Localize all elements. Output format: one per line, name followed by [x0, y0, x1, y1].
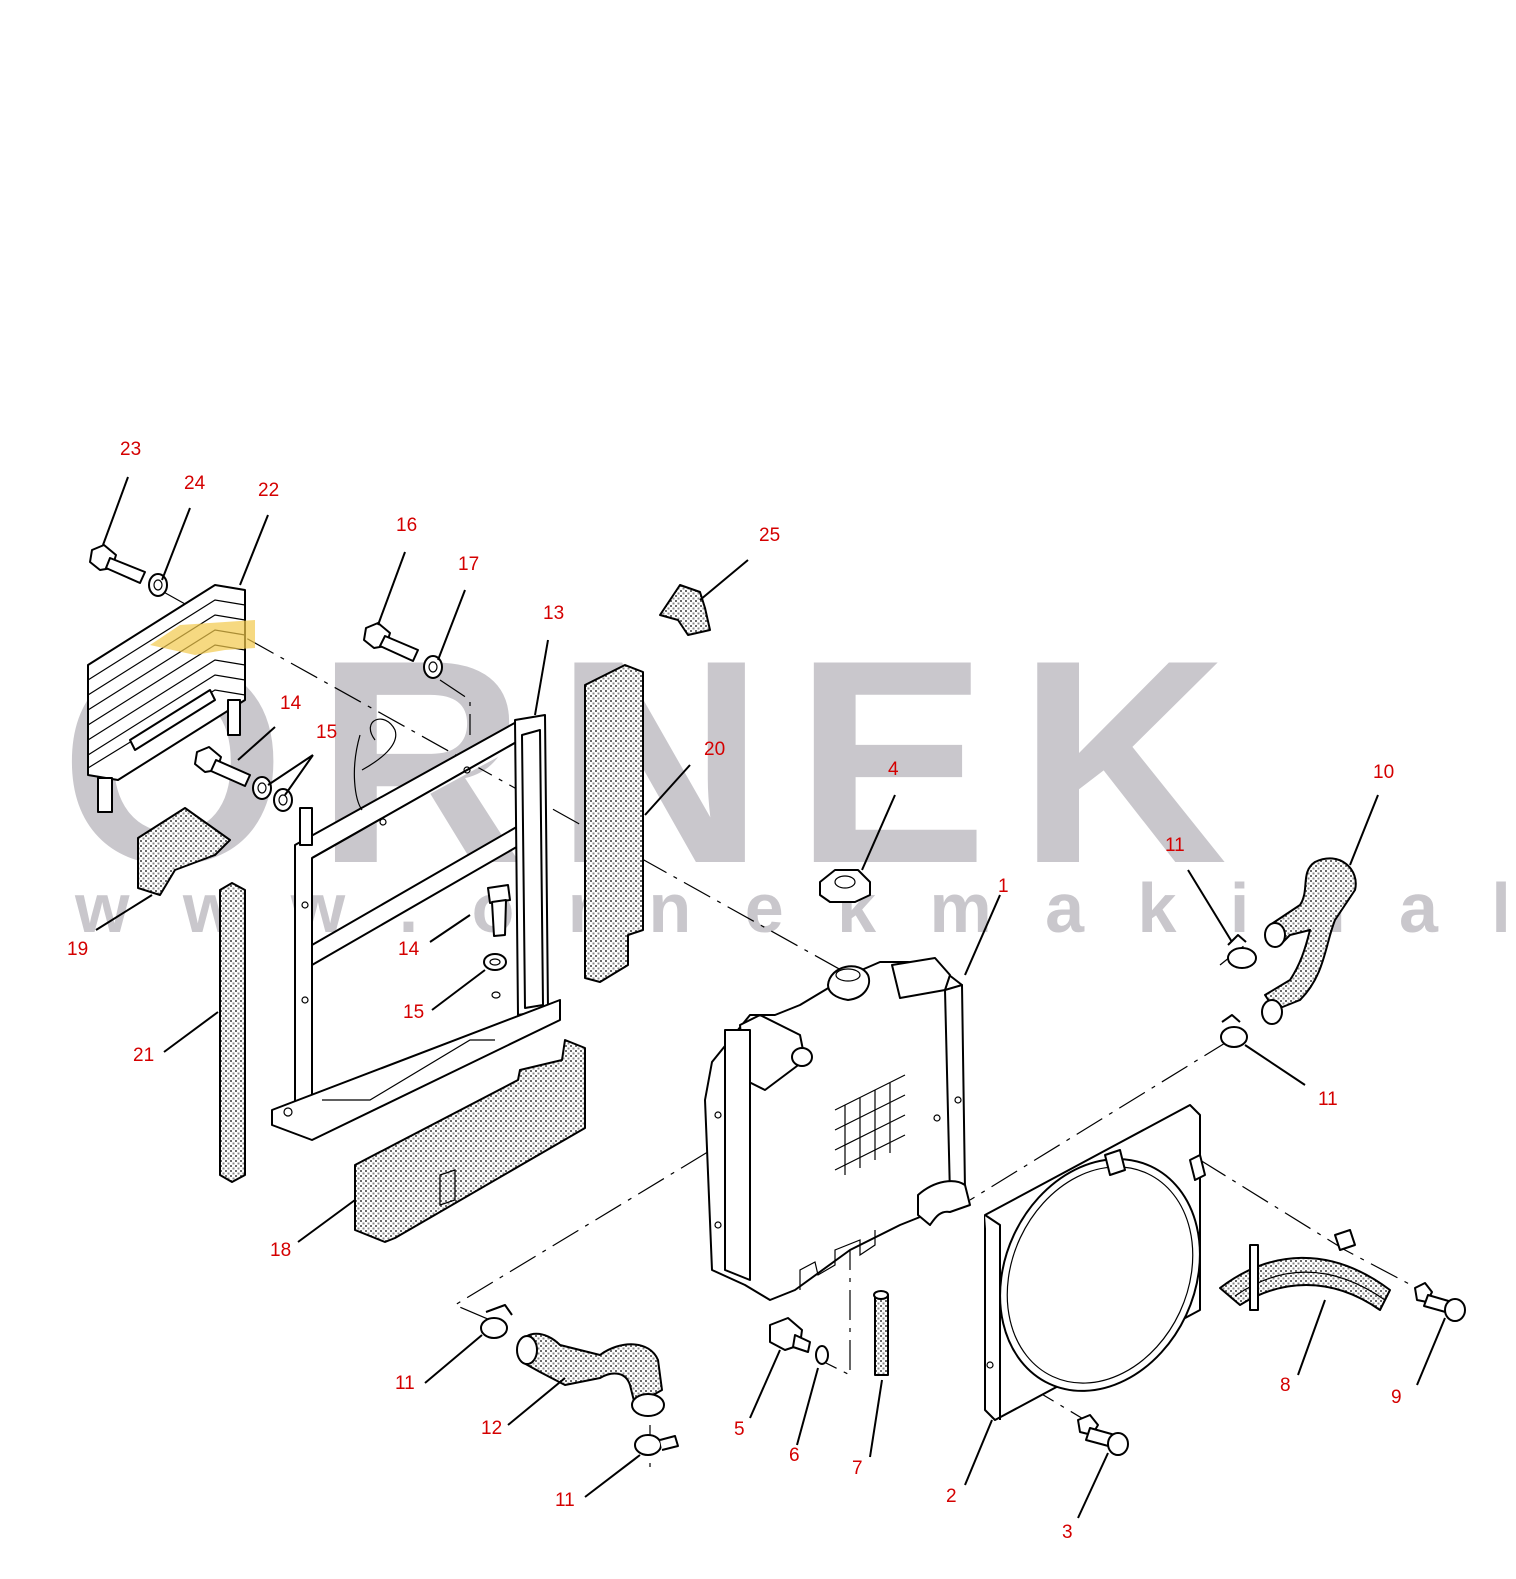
callout-2: 2	[946, 1486, 957, 1507]
callout-1: 1	[998, 876, 1009, 897]
radiator	[704, 957, 971, 1301]
foam-seal-18	[354, 1039, 586, 1243]
washer-17	[423, 655, 443, 679]
callout-9: 9	[1391, 1387, 1402, 1408]
callout-14-lower: 14	[398, 939, 420, 960]
radiator-cap	[819, 869, 871, 903]
bolt-14-lower	[487, 884, 511, 937]
callout-21: 21	[133, 1045, 154, 1066]
watermark: ORNEK w w w . o r n e k m a k i n a l a …	[60, 600, 1516, 947]
callout-17: 17	[458, 554, 479, 575]
lower-hose	[516, 1332, 665, 1417]
callout-11-upper: 11	[1165, 835, 1185, 856]
callout-18: 18	[270, 1240, 291, 1261]
hose-clamp-11d	[634, 1434, 679, 1456]
leader-lines	[95, 476, 1446, 1519]
callout-6: 6	[789, 1445, 800, 1466]
upper-hose	[1261, 857, 1357, 1025]
callout-16: 16	[396, 515, 417, 536]
fan-shroud	[984, 1104, 1206, 1421]
callout-24: 24	[184, 473, 206, 494]
callout-11-left: 11	[395, 1373, 415, 1394]
mounting-frame	[271, 714, 561, 1141]
callout-labels: 23 24 22 16 17 13 25 14 15 20 4 10 11 1 …	[67, 439, 1402, 1543]
callout-13: 13	[543, 603, 564, 624]
washer-24	[148, 573, 168, 597]
hose-clamp-11a	[1227, 934, 1257, 969]
bolt-23	[89, 544, 146, 584]
callout-4: 4	[888, 759, 899, 780]
callout-11-bottom: 11	[555, 1490, 575, 1511]
callout-3: 3	[1062, 1522, 1073, 1543]
hose-clamp-11b	[1220, 1014, 1248, 1048]
seal-piece-25	[659, 584, 711, 636]
bolt-9	[1414, 1282, 1466, 1322]
drain-plug-5	[769, 1317, 811, 1353]
callout-23: 23	[120, 439, 141, 460]
callout-5: 5	[734, 1419, 745, 1440]
washers-15-upper	[252, 776, 293, 812]
callout-8: 8	[1280, 1375, 1291, 1396]
drain-hose-7	[873, 1290, 889, 1376]
foam-block-19	[137, 807, 231, 896]
callout-22: 22	[258, 480, 279, 501]
washer-15-lower	[483, 953, 507, 999]
callout-25: 25	[759, 525, 780, 546]
callout-10: 10	[1373, 762, 1394, 783]
fan-guard-8	[1219, 1229, 1391, 1311]
callout-12: 12	[481, 1418, 502, 1439]
callout-11-right: 11	[1318, 1089, 1338, 1110]
callout-20: 20	[704, 739, 725, 760]
callout-19: 19	[67, 939, 88, 960]
callout-15-lower: 15	[403, 1002, 424, 1023]
bolt-14-upper	[194, 746, 251, 787]
washer-6	[815, 1345, 829, 1365]
oil-cooler	[87, 584, 255, 813]
hose-clamp-11c	[480, 1304, 513, 1339]
callout-14-upper: 14	[280, 693, 302, 714]
foam-strip-20	[584, 664, 644, 983]
callout-15-upper: 15	[316, 722, 337, 743]
foam-strip-21	[219, 882, 246, 1183]
bolt-3	[1077, 1414, 1129, 1456]
callout-7: 7	[852, 1458, 863, 1479]
